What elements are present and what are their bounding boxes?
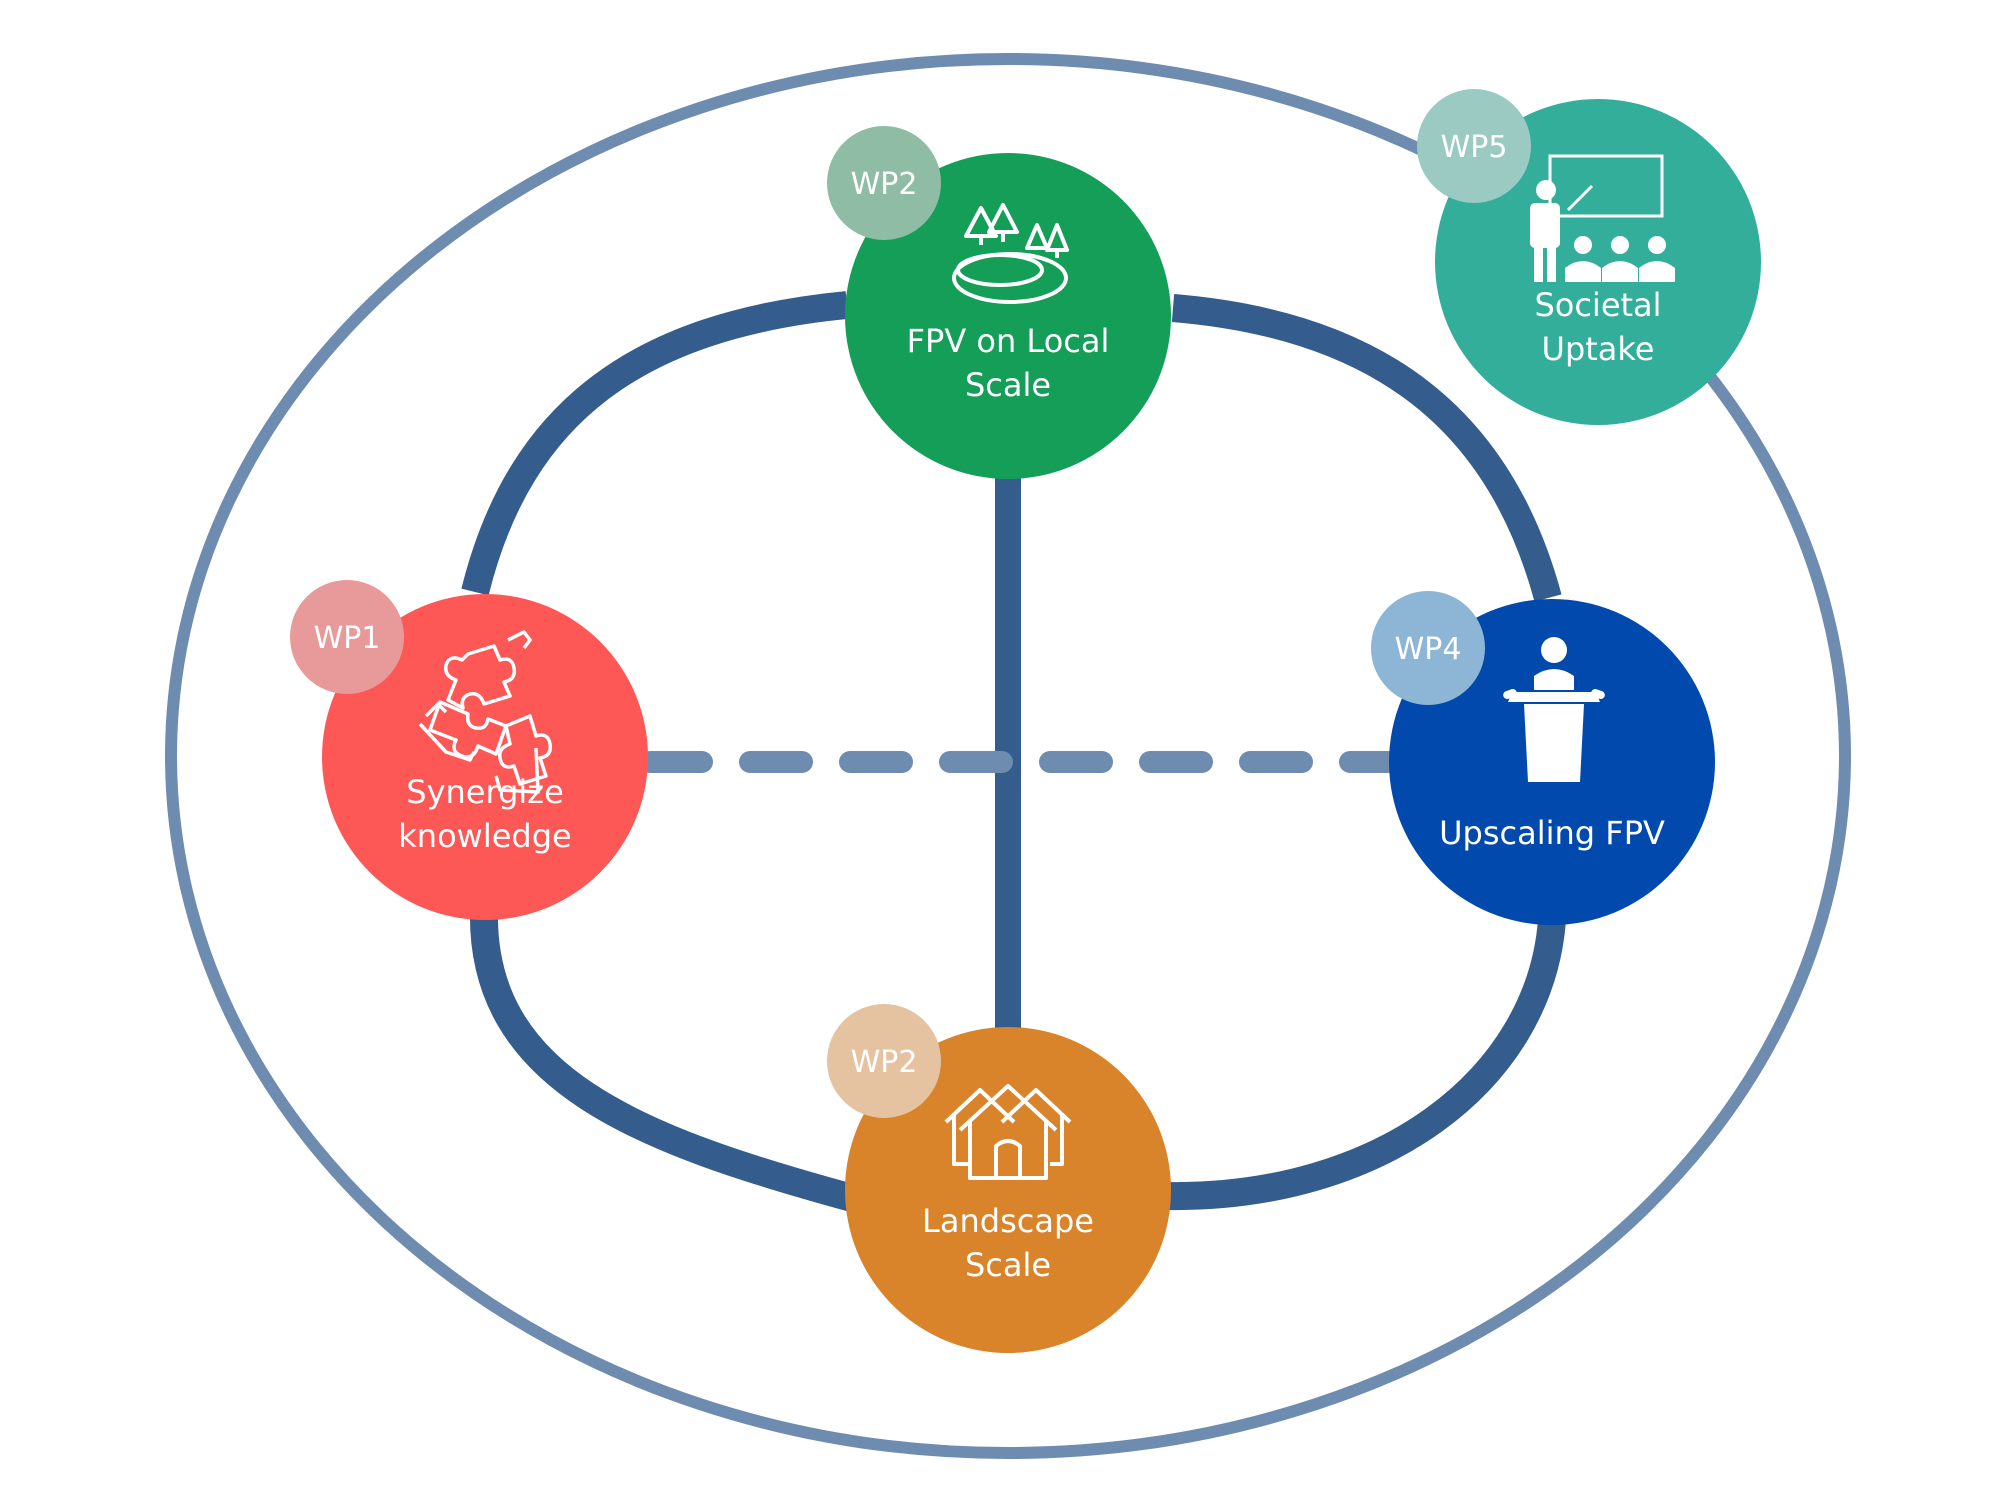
badge-societal xyxy=(1417,89,1531,203)
node-upscaling[interactable]: Upscaling FPV WP4 xyxy=(1371,591,1715,925)
node-local-scale-line2: Scale xyxy=(965,366,1051,404)
connector-top-right xyxy=(1171,294,1562,602)
connector-bottom-right xyxy=(1164,918,1566,1211)
badge-upscaling xyxy=(1371,591,1485,705)
badge-synergize xyxy=(290,580,404,694)
node-synergize-line2: knowledge xyxy=(398,817,571,855)
node-synergize[interactable]: Synergize knowledge WP1 xyxy=(290,580,648,920)
node-synergize-line1: Synergize xyxy=(406,773,564,811)
houses-icon xyxy=(944,1084,1072,1180)
badge-landscape-label: WP2 xyxy=(851,1045,918,1080)
node-local-scale-line1: FPV on Local xyxy=(907,322,1110,360)
node-societal[interactable]: Societal Uptake WP5 xyxy=(1417,89,1761,425)
teacher-presentation-icon xyxy=(1530,154,1675,282)
badge-upscaling-label: WP4 xyxy=(1395,632,1462,667)
badge-local-scale-label: WP2 xyxy=(851,167,918,202)
outer-ring xyxy=(165,53,1851,1459)
node-landscape-line2: Scale xyxy=(965,1246,1051,1284)
connector-bottom-left xyxy=(469,909,856,1212)
speaker-podium-icon xyxy=(1503,637,1605,782)
node-upscaling-line1: Upscaling FPV xyxy=(1439,814,1665,852)
badge-local-scale xyxy=(827,126,941,240)
badge-synergize-label: WP1 xyxy=(314,621,381,656)
pond-trees-icon xyxy=(952,203,1069,304)
puzzle-hands-icon xyxy=(418,630,553,794)
badge-landscape xyxy=(827,1004,941,1118)
node-landscape-circle xyxy=(845,1027,1171,1353)
node-landscape-line1: Landscape xyxy=(922,1202,1094,1240)
node-societal-line2: Uptake xyxy=(1542,330,1655,368)
badge-societal-label: WP5 xyxy=(1441,130,1508,165)
connector-top-left xyxy=(461,291,849,596)
node-local-scale[interactable]: FPV on Local Scale WP2 xyxy=(827,126,1171,479)
node-societal-line1: Societal xyxy=(1534,286,1661,324)
node-local-scale-circle xyxy=(845,153,1171,479)
node-synergize-circle xyxy=(322,594,648,920)
node-landscape[interactable]: Landscape Scale WP2 xyxy=(827,1004,1171,1353)
